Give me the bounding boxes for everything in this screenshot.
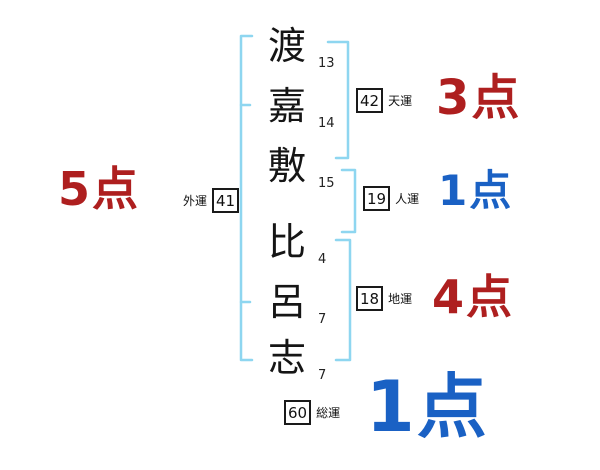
stroke-count: 4 bbox=[318, 252, 327, 267]
total-luck-label: 総運 bbox=[316, 406, 341, 420]
name-character: 敷 bbox=[268, 144, 307, 188]
name-character-row: 嘉 14 bbox=[268, 84, 348, 131]
stroke-count: 14 bbox=[318, 116, 335, 131]
person-luck-label: 人運 bbox=[395, 192, 420, 206]
earth-luck-bracket bbox=[334, 238, 352, 362]
name-character-row: 呂 7 bbox=[268, 280, 348, 327]
name-character-row: 渡 13 bbox=[268, 24, 348, 71]
outer-luck-score: 5点 bbox=[58, 162, 141, 216]
name-character: 渡 bbox=[268, 24, 307, 68]
stroke-count: 13 bbox=[318, 56, 335, 71]
heaven-luck: 42 天運 bbox=[356, 88, 412, 113]
name-character-row: 志 7 bbox=[268, 336, 348, 383]
earth-luck-label: 地運 bbox=[388, 292, 413, 306]
outer-luck: 外運 41 bbox=[183, 188, 240, 213]
heaven-luck-label: 天運 bbox=[388, 94, 413, 108]
stroke-count: 7 bbox=[318, 312, 327, 327]
outer-luck-value-box: 41 bbox=[212, 188, 240, 213]
name-character-row: 比 4 bbox=[268, 220, 348, 267]
heaven-luck-value-box: 42 bbox=[356, 88, 384, 113]
name-character-row: 敷 15 bbox=[268, 144, 348, 191]
name-character: 呂 bbox=[268, 280, 307, 324]
name-character: 志 bbox=[268, 336, 307, 380]
person-luck-bracket bbox=[340, 168, 357, 234]
total-luck: 60 総運 bbox=[284, 400, 340, 425]
heaven-luck-score: 3点 bbox=[436, 70, 522, 126]
name-character: 嘉 bbox=[268, 84, 307, 128]
full-name-bracket bbox=[239, 34, 254, 362]
person-luck: 19 人運 bbox=[363, 186, 419, 211]
name-character: 比 bbox=[268, 220, 307, 264]
earth-luck-value-box: 18 bbox=[356, 286, 384, 311]
earth-luck-score: 4点 bbox=[432, 270, 515, 324]
person-luck-value-box: 19 bbox=[363, 186, 391, 211]
heaven-luck-bracket bbox=[326, 40, 350, 160]
stroke-count: 7 bbox=[318, 368, 327, 383]
total-luck-score: 1点 bbox=[366, 366, 489, 448]
outer-luck-label: 外運 bbox=[183, 194, 208, 208]
stroke-count: 15 bbox=[318, 176, 335, 191]
person-luck-score: 1点 bbox=[438, 166, 514, 215]
earth-luck: 18 地運 bbox=[356, 286, 412, 311]
total-luck-value-box: 60 bbox=[284, 400, 312, 425]
